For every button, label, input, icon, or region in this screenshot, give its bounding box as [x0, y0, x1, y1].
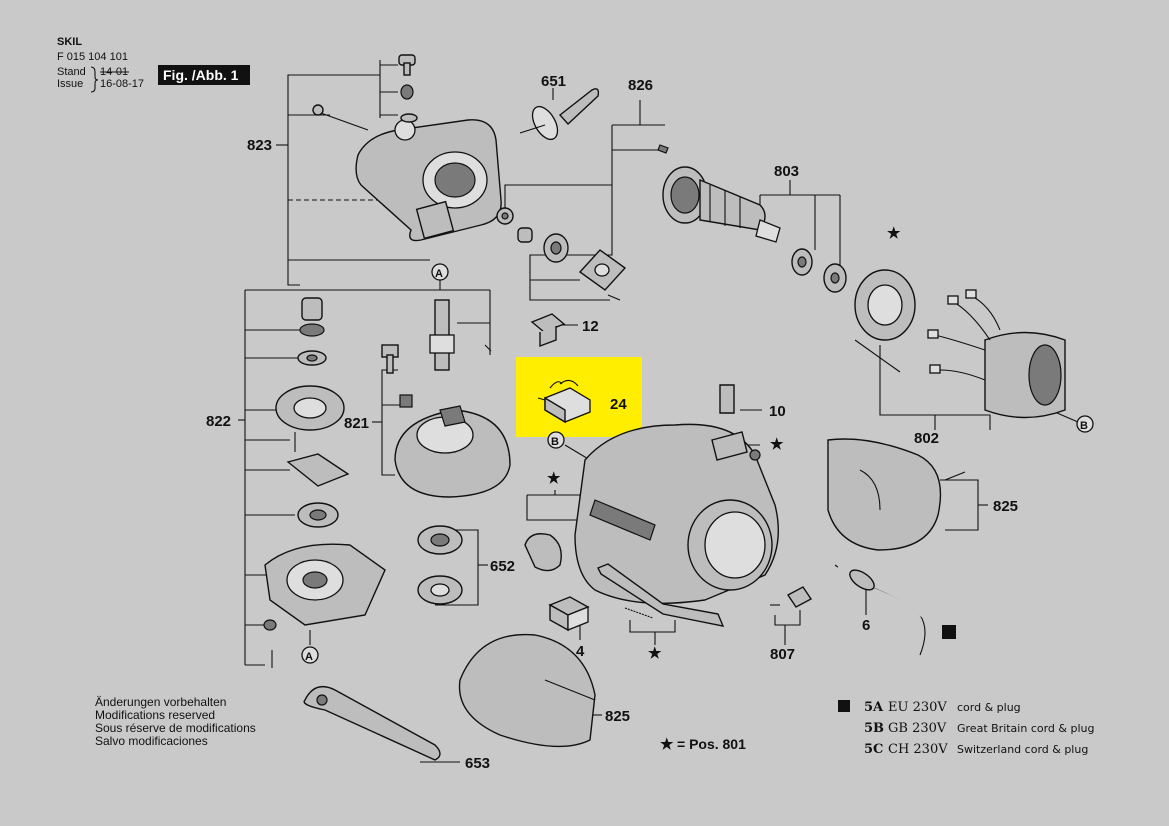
highlighted-part-24 — [516, 357, 642, 437]
cord-legend: 5A EU 230V cord & plug 5B GB 230V Great … — [838, 700, 1094, 757]
star-icon: ★ — [770, 436, 784, 453]
power-cord-6 — [834, 564, 956, 658]
note-de: Änderungen vorbehalten — [95, 695, 226, 709]
note-en: Modifications reserved — [95, 708, 215, 722]
label-4: 4 — [576, 643, 585, 660]
spindle — [381, 299, 492, 408]
label-821: 821 — [344, 415, 369, 432]
legend-desc: Great Britain cord & plug — [957, 722, 1094, 735]
label-803: 803 — [774, 163, 799, 180]
brace-mark — [90, 66, 99, 93]
part-labels: 651 826 823 803 12 24 10 822 821 802 825… — [206, 73, 1018, 772]
lever-plate — [597, 563, 725, 627]
legend-voltage: EU 230V — [888, 700, 947, 715]
star-icon: ★ — [887, 225, 901, 242]
part-number: F 015 104 101 — [57, 51, 128, 63]
motor-housing — [574, 384, 780, 605]
square-marker-icon — [838, 700, 850, 712]
label-802: 802 — [914, 430, 939, 447]
wheel-guard-821 — [394, 405, 511, 498]
legend-desc: cord & plug — [957, 701, 1021, 714]
fan-baffle — [854, 269, 916, 373]
note-fr: Sous réserve de modifications — [95, 721, 256, 735]
label-823: 823 — [247, 137, 272, 154]
label-10: 10 — [769, 403, 786, 420]
legend-code: 5A — [864, 700, 884, 715]
stand-label: Stand — [57, 66, 86, 78]
cord-clamp-807 — [770, 586, 813, 608]
switch-4 — [548, 596, 590, 632]
label-822: 822 — [206, 413, 231, 430]
legend-code: 5B — [864, 721, 884, 736]
label-825-lower: 825 — [605, 708, 630, 725]
switch-12 — [530, 313, 566, 348]
star-icon: ★ — [547, 470, 561, 487]
bearing-group-826 — [496, 144, 669, 301]
gear-stack-822 — [263, 297, 386, 668]
gear-housing-823 — [312, 54, 502, 242]
marker-b-left: B — [551, 436, 559, 448]
figure-badge — [158, 65, 250, 85]
marker-b-right: B — [1080, 420, 1088, 432]
star-markers: ★ ★ ★ ★ ★ — [547, 225, 901, 753]
note-es: Salvo modificaciones — [95, 734, 208, 748]
square-marker-icon — [942, 625, 956, 639]
end-cap — [524, 533, 562, 572]
star-icon: ★ — [660, 736, 674, 753]
label-24: 24 — [610, 396, 627, 413]
star-pos-note: = Pos. 801 — [677, 736, 746, 752]
label-12: 12 — [582, 318, 599, 335]
legend-desc: Switzerland cord & plug — [957, 743, 1088, 756]
label-651: 651 — [541, 73, 566, 90]
armature-803 — [662, 166, 847, 293]
rear-cover-825-upper — [827, 438, 966, 551]
issue-label: Issue — [57, 78, 83, 90]
issue-value: 16-08-17 — [100, 78, 144, 90]
spanner-653 — [303, 686, 441, 761]
header-block: SKIL F 015 104 101 Stand Issue 14-01 16-… — [57, 36, 250, 93]
legend-code: 5C — [864, 742, 883, 757]
legend-voltage: CH 230V — [888, 742, 948, 757]
label-652: 652 — [490, 558, 515, 575]
marker-a-bottom: A — [305, 651, 313, 663]
legend-voltage: GB 230V — [888, 721, 947, 736]
rear-cover-825-lower — [458, 633, 596, 748]
marker-a-top: A — [435, 268, 443, 280]
label-807: 807 — [770, 646, 795, 663]
footnotes: Änderungen vorbehalten Modifications res… — [95, 695, 746, 752]
connection-markers: A A B B — [301, 263, 1094, 664]
brand-text: SKIL — [57, 36, 82, 48]
figure-text: Fig. /Abb. 1 — [163, 67, 239, 83]
label-653: 653 — [465, 755, 490, 772]
label-826: 826 — [628, 77, 653, 94]
stator-802 — [927, 289, 1066, 419]
label-6: 6 — [862, 617, 870, 634]
side-handle-651 — [519, 88, 600, 141]
star-icon: ★ — [648, 645, 662, 662]
label-825-upper: 825 — [993, 498, 1018, 515]
flanges-652 — [417, 525, 463, 605]
